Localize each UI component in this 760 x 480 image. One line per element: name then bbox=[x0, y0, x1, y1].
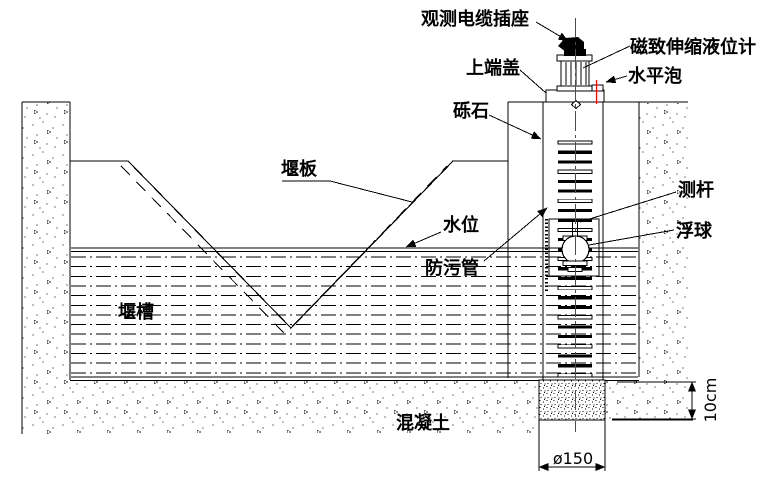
label-concrete: 混凝土 bbox=[396, 412, 450, 434]
gauge-mark-open bbox=[557, 169, 593, 174]
label-hole-diameter: ø150 bbox=[553, 449, 593, 468]
label-anti-fouling-pipe: 防污管 bbox=[425, 257, 479, 279]
level-bubble bbox=[591, 84, 604, 92]
leader-level-gauge bbox=[582, 45, 631, 69]
label-level-bubble: 水平泡 bbox=[628, 65, 682, 87]
gauge-mark-open bbox=[557, 286, 593, 291]
weir-plate-front-edge bbox=[127, 160, 454, 329]
grout-block bbox=[538, 379, 606, 421]
leader-top-cap bbox=[519, 69, 547, 94]
leader-cable-socket bbox=[535, 21, 569, 42]
leader-weir-plate bbox=[282, 180, 413, 203]
leader-anti-fouling-pipe bbox=[483, 207, 548, 262]
label-gravel: 砾石 bbox=[453, 101, 489, 122]
weir-plate-back-edge-dashed bbox=[120, 165, 448, 335]
floor-concrete-left bbox=[70, 381, 539, 433]
leader-level-bubble bbox=[605, 75, 628, 84]
leader-float-ball bbox=[588, 229, 675, 246]
leader-water-level bbox=[405, 231, 442, 248]
leader-measuring-rod bbox=[579, 191, 677, 223]
gauge-mark-solid bbox=[558, 354, 592, 358]
label-embed-depth: 10cm bbox=[701, 378, 720, 423]
label-float-ball: 浮球 bbox=[676, 220, 713, 242]
label-weir-channel: 堰槽 bbox=[118, 301, 154, 323]
leader-gravel bbox=[488, 114, 542, 140]
gauge-bottom-flange bbox=[556, 85, 593, 92]
label-water-level: 水位 bbox=[443, 214, 479, 236]
label-weir-plate: 堰板 bbox=[281, 158, 318, 180]
gauge-mark-solid bbox=[558, 325, 592, 329]
label-level-gauge: 磁致伸缩液位计 bbox=[630, 36, 756, 58]
label-measuring-rod: 测杆 bbox=[678, 179, 714, 201]
anti-fouling-pipe-outline bbox=[548, 218, 600, 277]
floor-concrete-right bbox=[605, 381, 639, 420]
right-wall-concrete bbox=[639, 103, 689, 420]
label-cable-socket: 观测电缆插座 bbox=[421, 8, 529, 30]
water-hatch-lines bbox=[71, 256, 638, 374]
label-top-cap: 上端盖 bbox=[466, 57, 520, 79]
left-wall-concrete bbox=[22, 102, 70, 434]
dim-text-mask bbox=[551, 452, 595, 466]
